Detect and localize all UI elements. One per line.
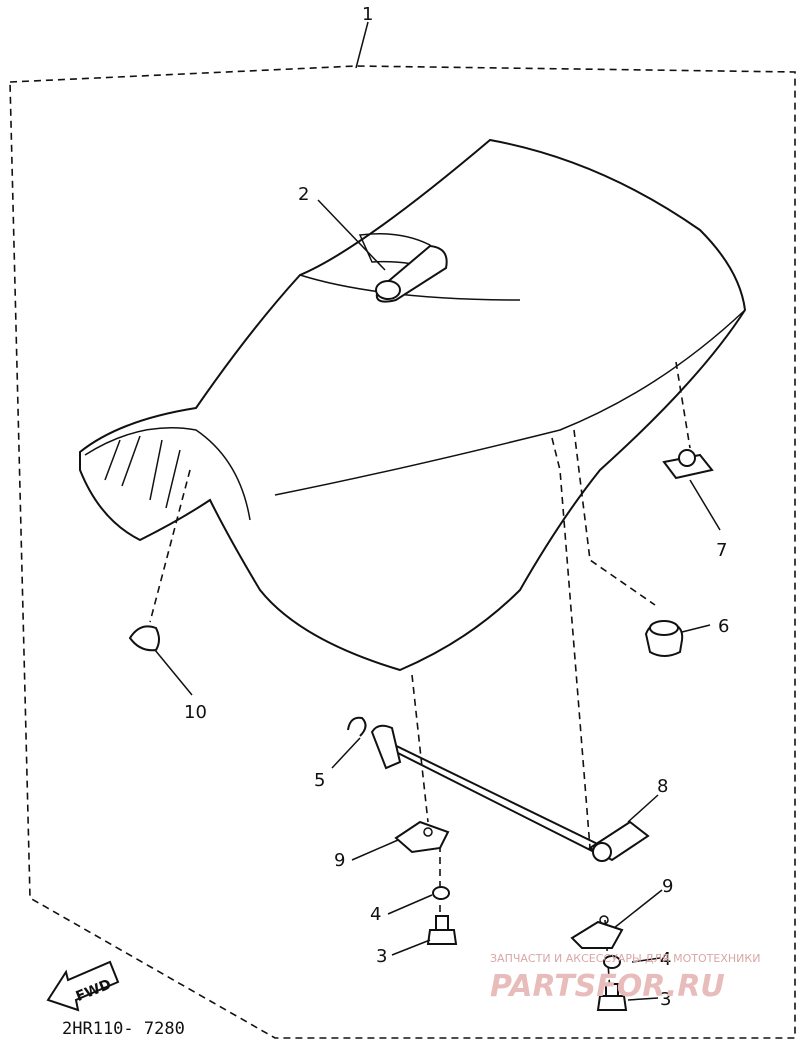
leader-line (355, 21, 369, 69)
bracket-9-right (570, 915, 624, 949)
leader-line (154, 649, 193, 696)
callout-2: 2 (298, 184, 309, 205)
callout-5: 5 (314, 770, 325, 791)
washer-right (603, 955, 621, 969)
bolt-left (426, 915, 458, 945)
assembly-line (411, 674, 429, 823)
bolt-right (596, 983, 628, 1011)
lock-rod (370, 724, 650, 862)
clip-nut (662, 449, 714, 480)
callout-10: 10 (184, 702, 207, 723)
seat-body (79, 138, 747, 672)
damper-6 (644, 620, 684, 657)
callout-9-right: 9 (662, 876, 673, 897)
leader-line (391, 939, 431, 956)
callout-3-right: 3 (660, 989, 671, 1010)
assembly-line (573, 429, 656, 606)
callout-8: 8 (657, 776, 668, 797)
hinge-pin (375, 244, 448, 303)
spring-clip (347, 716, 367, 737)
drawing-code: 2HR110- 7280 (62, 1019, 185, 1039)
watermark-tagline: ЗАПЧАСТИ И АКСЕССУАРЫ ДЛЯ МОТОТЕХНИКИ (490, 952, 760, 965)
damper-10 (128, 625, 160, 652)
leader-line (689, 479, 721, 531)
callout-9-left: 9 (334, 850, 345, 871)
leader-line (613, 889, 663, 929)
assembly-line (675, 361, 691, 449)
callout-7: 7 (716, 540, 727, 561)
callout-6: 6 (718, 616, 729, 637)
assembly-line (149, 469, 191, 623)
leader-line (351, 839, 399, 861)
callout-4-right: 4 (660, 949, 671, 970)
leader-line (317, 199, 386, 271)
bracket-9-left (394, 820, 450, 854)
leader-line (627, 997, 659, 1001)
watermark-logo: PARTSFOR.RU (490, 969, 725, 1004)
washer-left (432, 886, 450, 900)
leader-line (387, 894, 433, 915)
leader-line (681, 624, 711, 633)
leader-line (627, 794, 659, 823)
callout-1: 1 (362, 4, 373, 25)
leader-line (331, 737, 361, 769)
callout-3-left: 3 (376, 946, 387, 967)
leader-line (631, 957, 661, 963)
fwd-arrow-icon: FWD (46, 960, 120, 1012)
callout-4-left: 4 (370, 904, 381, 925)
